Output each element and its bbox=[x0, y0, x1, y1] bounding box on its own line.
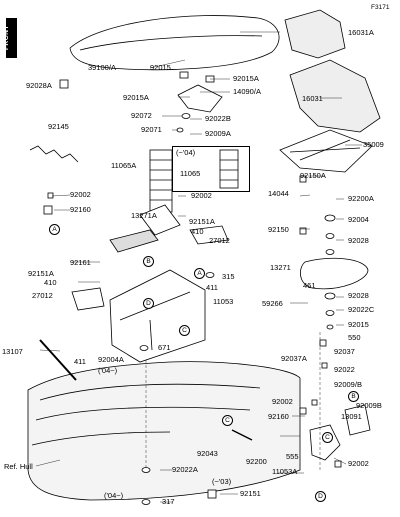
front-label: FRONT bbox=[2, 25, 10, 50]
note-upto-04: (~'04) bbox=[176, 148, 196, 157]
part-92200: 92200 bbox=[246, 457, 267, 466]
ref-hull-label: Ref. Hull bbox=[4, 462, 33, 471]
part-92022c: 92022C bbox=[348, 305, 375, 314]
part-92015a-mid: 92015A bbox=[123, 93, 149, 102]
pad-16031-shape bbox=[289, 59, 381, 133]
part-92028a: 92028A bbox=[26, 81, 52, 90]
part-92037a: 92037A bbox=[281, 354, 307, 363]
boot-11065-shape bbox=[219, 149, 239, 189]
part-13107: 13107 bbox=[2, 347, 23, 356]
bolt-13107-shape bbox=[39, 339, 77, 381]
part-14090a: 14090/A bbox=[233, 87, 261, 96]
part-92151: 92151 bbox=[240, 489, 261, 498]
part-92151a-center: 92151A bbox=[189, 217, 215, 226]
note-upto-03: (~'03) bbox=[212, 477, 232, 486]
part-550: 550 bbox=[348, 333, 361, 342]
part-92072: 92072 bbox=[131, 111, 152, 120]
part-11065: 11065 bbox=[180, 169, 201, 178]
part-315: 315 bbox=[222, 272, 235, 281]
part-411-left: 411 bbox=[74, 357, 86, 366]
part-92009b: 92009/B bbox=[334, 380, 362, 389]
callout-d-base: D bbox=[143, 298, 154, 309]
part-92015-top: 92015 bbox=[150, 63, 171, 72]
part-92002-r2: 92002 bbox=[348, 459, 369, 468]
part-39100a: 39100/A bbox=[88, 63, 116, 72]
callout-a-left: A bbox=[49, 224, 60, 235]
part-92160-left: 92160 bbox=[70, 205, 91, 214]
plate-13271-shape bbox=[300, 257, 369, 290]
part-92071: 92071 bbox=[141, 125, 162, 134]
part-92022b: 92022B bbox=[205, 114, 231, 123]
part-59266: 59266 bbox=[262, 299, 283, 308]
part-27012-center: 27012 bbox=[209, 236, 230, 245]
part-92160-right: 92160 bbox=[268, 412, 289, 421]
part-92043: 92043 bbox=[197, 449, 218, 458]
figure-code: F3171 bbox=[371, 4, 390, 11]
note-from-04-a: ('04~) bbox=[98, 366, 118, 375]
callout-c-base: C bbox=[179, 325, 190, 336]
part-92009a: 92009A bbox=[205, 129, 231, 138]
bracket-35009-shape bbox=[279, 129, 373, 173]
part-92015a-top: 92015A bbox=[233, 74, 259, 83]
callout-c-right: C bbox=[322, 432, 333, 443]
part-92022: 92022 bbox=[334, 365, 355, 374]
part-13271a: 13271A bbox=[131, 211, 157, 220]
hull-outline bbox=[27, 361, 301, 501]
boot-11065a-shape bbox=[149, 149, 173, 213]
part-671: 671 bbox=[158, 343, 171, 352]
part-410-center: 410 bbox=[191, 227, 204, 236]
part-461: 461 bbox=[303, 281, 316, 290]
part-92200a: 92200A bbox=[348, 194, 374, 203]
part-11053a: 11053A bbox=[272, 467, 298, 476]
base-11053-shape bbox=[109, 269, 206, 363]
part-11053: 11053 bbox=[213, 297, 234, 306]
spring-92145-shape bbox=[29, 145, 79, 163]
part-92015-right: 92015 bbox=[348, 320, 369, 329]
part-16031a: 16031A bbox=[348, 28, 374, 37]
part-317: 317 bbox=[162, 497, 175, 506]
part-92004a: 92004A bbox=[98, 355, 124, 364]
variant-box-upto-04 bbox=[172, 146, 250, 192]
note-from-04-b: ('04~) bbox=[104, 491, 124, 500]
part-13271: 13271 bbox=[270, 263, 291, 272]
part-92150: 92150 bbox=[268, 225, 289, 234]
part-555: 555 bbox=[286, 452, 299, 461]
part-92161: 92161 bbox=[70, 258, 91, 267]
part-13091: 13091 bbox=[341, 412, 362, 421]
part-92150a: 92150A bbox=[300, 171, 326, 180]
callout-c-bottom: C bbox=[222, 415, 233, 426]
part-35009: 35009 bbox=[363, 140, 384, 149]
callout-a-right: A bbox=[194, 268, 205, 279]
part-16031: 16031 bbox=[302, 94, 323, 103]
part-27012-left: 27012 bbox=[32, 291, 53, 300]
part-92028-r1: 92028 bbox=[348, 236, 369, 245]
part-92151a-left: 92151A bbox=[28, 269, 54, 278]
part-92028-r2: 92028 bbox=[348, 291, 369, 300]
part-410-left: 410 bbox=[44, 278, 57, 287]
pad-16031a-shape bbox=[284, 9, 346, 59]
part-411-right: 411 bbox=[206, 283, 218, 292]
part-92009b-2: 92009B bbox=[356, 401, 382, 410]
part-92145: 92145 bbox=[48, 122, 69, 131]
part-92002-center: 92002 bbox=[191, 191, 212, 200]
callout-b-top: B bbox=[143, 256, 154, 267]
part-92022a: 92022A bbox=[172, 465, 198, 474]
front-cover-shape bbox=[69, 15, 280, 71]
part-92002-r1: 92002 bbox=[272, 397, 293, 406]
part-92004: 92004 bbox=[348, 215, 369, 224]
part-11065a: 11065A bbox=[111, 161, 137, 170]
front-direction-tag: FRONT bbox=[2, 18, 17, 58]
part-92037: 92037 bbox=[334, 347, 355, 356]
part-14044: 14044 bbox=[268, 189, 289, 198]
callout-d-bottom: D bbox=[315, 491, 326, 502]
part-92002-left: 92002 bbox=[70, 190, 91, 199]
callout-b-right: B bbox=[348, 391, 359, 402]
